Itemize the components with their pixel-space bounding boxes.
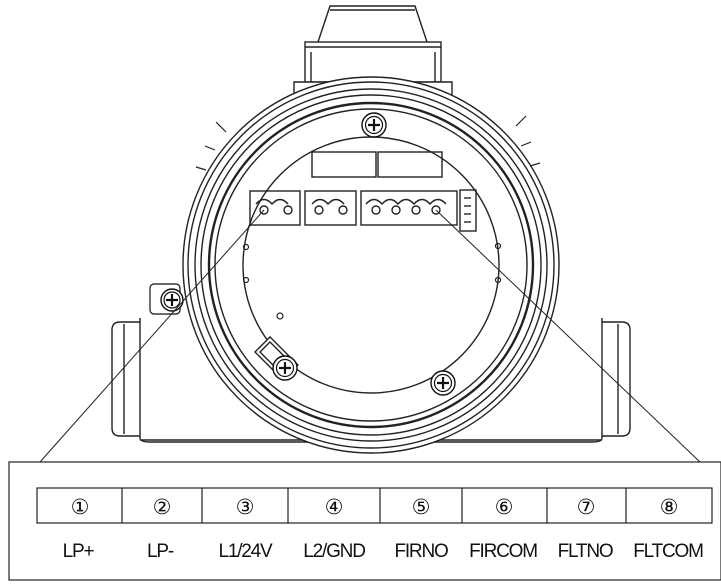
terminal-4-label: L2/GND — [303, 541, 365, 562]
terminal-block-2 — [304, 190, 357, 226]
terminal-3-label: L1/24V — [218, 541, 273, 562]
terminal-legend: ① LP+ ② LP- ③ L1/24V ④ L2/GND ⑤ FIRNO ⑥ … — [8, 461, 721, 581]
terminal-block-1 — [249, 190, 301, 226]
terminal-7-number: ⑦ — [577, 495, 596, 519]
terminal-3: ③ L1/24V — [218, 495, 274, 562]
terminal-5-number: ⑤ — [412, 495, 431, 519]
device-housing — [111, 5, 631, 454]
terminal-8-label: FLTCOM — [633, 541, 703, 562]
terminal-6: ⑥ FIRCOM — [469, 495, 538, 562]
screw-bottom-right — [430, 370, 456, 396]
terminal-2-label: LP- — [147, 541, 174, 562]
strip-dividers — [121, 488, 627, 523]
terminal-7-label: FLTNO — [558, 541, 613, 562]
terminal-2-number: ② — [153, 495, 172, 519]
label-block-left — [311, 151, 377, 178]
terminal-6-number: ⑥ — [495, 495, 514, 519]
screw-top — [361, 112, 387, 138]
terminal-5-label: FIRNO — [394, 541, 448, 562]
terminal-4: ④ L2/GND — [303, 495, 366, 562]
ring-ticks — [195, 115, 541, 171]
terminal-8: ⑧ FLTCOM — [633, 495, 704, 562]
terminal-block-3 — [360, 190, 458, 226]
terminal-5: ⑤ FIRNO — [394, 495, 449, 562]
label-block-right — [377, 151, 443, 178]
screw-left-lug — [149, 283, 184, 315]
terminal-strip — [36, 487, 713, 524]
terminal-1-label: LP+ — [63, 541, 95, 562]
mounting-holes — [242, 242, 502, 320]
terminal-8-number: ⑧ — [660, 495, 679, 519]
terminal-1: ① LP+ — [63, 495, 96, 562]
terminal-4-number: ④ — [325, 495, 344, 519]
terminal-6-label: FIRCOM — [469, 541, 537, 562]
callout-lines — [39, 209, 701, 463]
screw-ground — [272, 355, 298, 381]
terminal-1-number: ① — [71, 495, 90, 519]
terminal-7: ⑦ FLTNO — [558, 495, 614, 562]
pin-header — [459, 189, 477, 232]
terminal-3-number: ③ — [236, 495, 255, 519]
terminal-2: ② LP- — [147, 495, 175, 562]
